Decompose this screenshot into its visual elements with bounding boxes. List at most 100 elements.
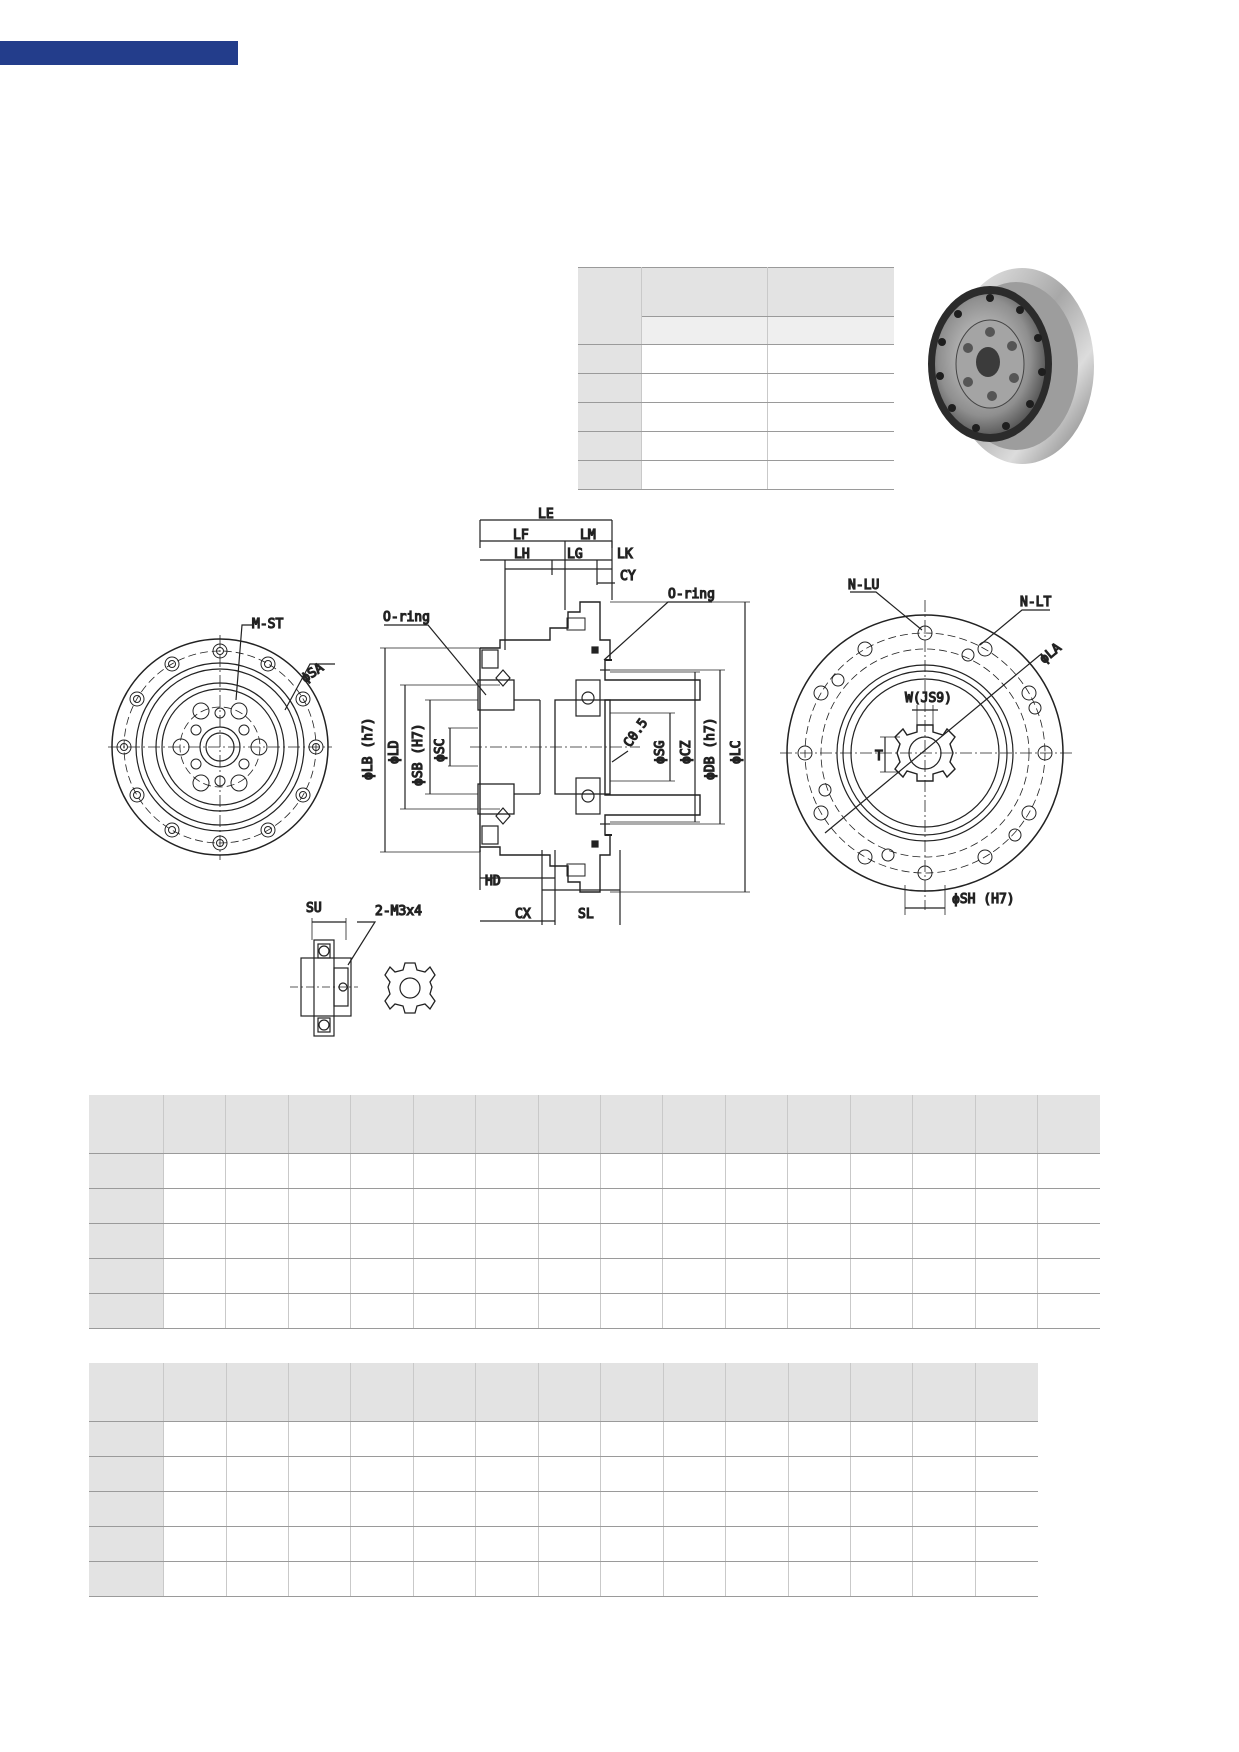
spec-header-cell (767, 267, 894, 317)
row-header (89, 1153, 165, 1189)
label-o-ring-right: O-ring (668, 587, 715, 602)
table-corner-cell (89, 1095, 165, 1154)
column-header (850, 1363, 914, 1422)
label-su: SU (306, 901, 322, 916)
column-header (912, 1095, 976, 1154)
row-header (89, 1223, 165, 1259)
spec-cell (767, 373, 894, 403)
column-header (725, 1095, 789, 1154)
label-phi-la: ϕLA (1037, 640, 1065, 667)
spec-cell (641, 373, 768, 403)
column-header (288, 1095, 352, 1154)
label-lk: LK (617, 547, 633, 562)
table-row (89, 1561, 1038, 1597)
label-sl: SL (578, 907, 594, 922)
label-w-js9: W(JS9) (905, 691, 952, 706)
label-m-st: M-ST (252, 617, 283, 632)
column-header (538, 1363, 602, 1422)
spec-cell (767, 402, 894, 432)
technical-drawing: M-ST ϕSA (108, 506, 1075, 1037)
spec-cell (641, 402, 768, 432)
label-lf: LF (513, 528, 529, 543)
column-header (288, 1363, 352, 1422)
detail-view (290, 918, 436, 1037)
label-cx: CX (515, 907, 531, 922)
spec-header-cell (641, 267, 768, 317)
column-header (788, 1363, 852, 1422)
label-n-lu: N-LU (848, 578, 879, 593)
spec-subheader-cell (641, 316, 768, 345)
table-row (89, 1153, 1100, 1189)
label-lh: LH (514, 547, 530, 562)
label-o-ring-left: O-ring (383, 610, 430, 625)
spec-row-header (578, 402, 642, 432)
spec-row-header (578, 460, 642, 490)
table-row (89, 1223, 1100, 1259)
spec-cell (641, 431, 768, 461)
column-header (163, 1363, 227, 1422)
column-header (975, 1095, 1038, 1154)
table-row (89, 1421, 1038, 1457)
spec-cell (767, 460, 894, 490)
label-phi-sb: ϕSB (H7) (411, 723, 426, 786)
label-phi-ld: ϕLD (387, 740, 402, 764)
label-t: T (875, 749, 883, 764)
column-header (413, 1095, 477, 1154)
gearbox-photo (928, 268, 1094, 464)
row-header (89, 1258, 165, 1294)
table-row (89, 1526, 1038, 1562)
row-header (89, 1561, 165, 1597)
label-phi-lc: ϕLC (729, 741, 744, 764)
column-header (350, 1363, 414, 1422)
label-cy: CY (620, 569, 636, 584)
label-phi-lb: ϕLB (h7) (361, 717, 376, 780)
column-header (787, 1095, 851, 1154)
column-header (725, 1363, 789, 1422)
column-header (226, 1363, 289, 1422)
spec-cell (767, 344, 894, 374)
label-2-m3x4: 2-M3x4 (375, 904, 422, 919)
dimension-table-2 (89, 1363, 1038, 1597)
side-section-view (380, 519, 750, 925)
right-front-view (780, 591, 1075, 915)
column-header (850, 1095, 914, 1154)
label-n-lt: N-LT (1020, 595, 1051, 610)
table-corner-cell (89, 1363, 165, 1422)
label-phi-cz: ϕCZ (679, 740, 694, 764)
row-header (89, 1421, 165, 1457)
row-header (89, 1491, 165, 1527)
label-phi-db: ϕDB (h7) (703, 717, 718, 780)
column-header (538, 1095, 601, 1154)
column-header (912, 1363, 976, 1422)
label-le: LE (538, 507, 554, 522)
spec-cell (641, 460, 768, 490)
label-hd: HD (485, 874, 501, 889)
table-row (89, 1456, 1038, 1492)
row-header (89, 1293, 165, 1329)
header-accent-bar (0, 41, 238, 65)
spec-subheader-cell (767, 316, 894, 345)
label-phi-sh: ϕSH (H7) (952, 892, 1015, 907)
column-header (475, 1363, 539, 1422)
column-header (600, 1363, 664, 1422)
row-header (89, 1456, 165, 1492)
spec-table (578, 267, 894, 490)
table-row (89, 1293, 1100, 1329)
column-header (662, 1095, 726, 1154)
column-header (475, 1095, 539, 1154)
row-header (89, 1188, 165, 1224)
column-header (663, 1363, 727, 1422)
spec-cell (767, 431, 894, 461)
column-header (413, 1363, 477, 1422)
label-lm: LM (580, 528, 596, 543)
table-row (89, 1258, 1100, 1294)
row-header (89, 1526, 165, 1562)
column-header (600, 1095, 664, 1154)
spec-corner-cell (578, 267, 642, 345)
spec-row-header (578, 373, 642, 403)
label-phi-sc: ϕSC (433, 739, 448, 762)
spec-row-header (578, 344, 642, 374)
left-front-view (108, 624, 335, 860)
dimension-table-1 (89, 1095, 1100, 1329)
column-header (975, 1363, 1038, 1422)
